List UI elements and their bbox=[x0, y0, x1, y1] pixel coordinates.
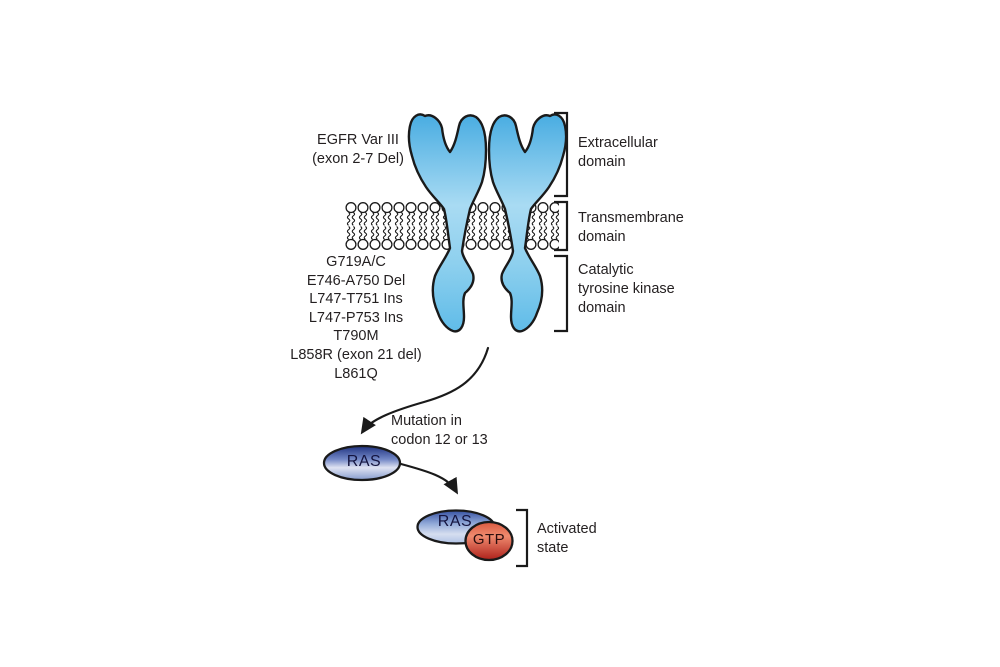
ras-active-label: RAS bbox=[437, 513, 473, 530]
activated-state-label: Activated state bbox=[537, 521, 597, 556]
gtp-ellipse bbox=[464, 520, 514, 562]
catalytic-domain-label: Catalytic tyrosine kinase domain bbox=[578, 262, 675, 316]
mutation-item: L747-T751 Ins bbox=[309, 291, 403, 308]
mutation-item: L747-P753 Ins bbox=[308, 309, 404, 326]
codon-mutation-note: Mutation in codon 12 or 13 bbox=[391, 413, 488, 448]
bracket-activated-state bbox=[516, 508, 529, 568]
mutation-item: G719A/C bbox=[326, 254, 386, 270]
arrow-ras-to-active-ras bbox=[399, 462, 458, 495]
transmembrane-domain-label: Transmembrane domain bbox=[578, 210, 684, 245]
ras-label: RAS bbox=[346, 453, 382, 470]
receptor-monomer-left bbox=[407, 113, 488, 333]
extracellular-domain-label: Extracellular domain bbox=[578, 135, 658, 170]
egfr-receptor-dimer bbox=[407, 113, 568, 333]
arrow-receptor-to-ras bbox=[360, 346, 490, 435]
receptor-monomer-right bbox=[487, 113, 568, 333]
mutation-item: T790M bbox=[333, 328, 379, 345]
bracket-catalytic-domain bbox=[554, 254, 569, 333]
kinase-mutations-list: G719A/C E746-A750 Del L747-T751 Ins L747… bbox=[271, 253, 441, 383]
egfr-variant-label: EGFR Var III (exon 2-7 Del) bbox=[312, 132, 404, 167]
gtp-label: GTP bbox=[472, 531, 506, 548]
ras-ellipse bbox=[322, 444, 402, 482]
mutation-item: L861Q bbox=[334, 365, 378, 382]
bracket-transmembrane-domain bbox=[554, 200, 569, 252]
bracket-extracellular-domain bbox=[554, 111, 569, 198]
mutation-item: L858R (exon 21 del) bbox=[290, 346, 422, 363]
mutation-item: E746-A750 Del bbox=[306, 272, 406, 289]
